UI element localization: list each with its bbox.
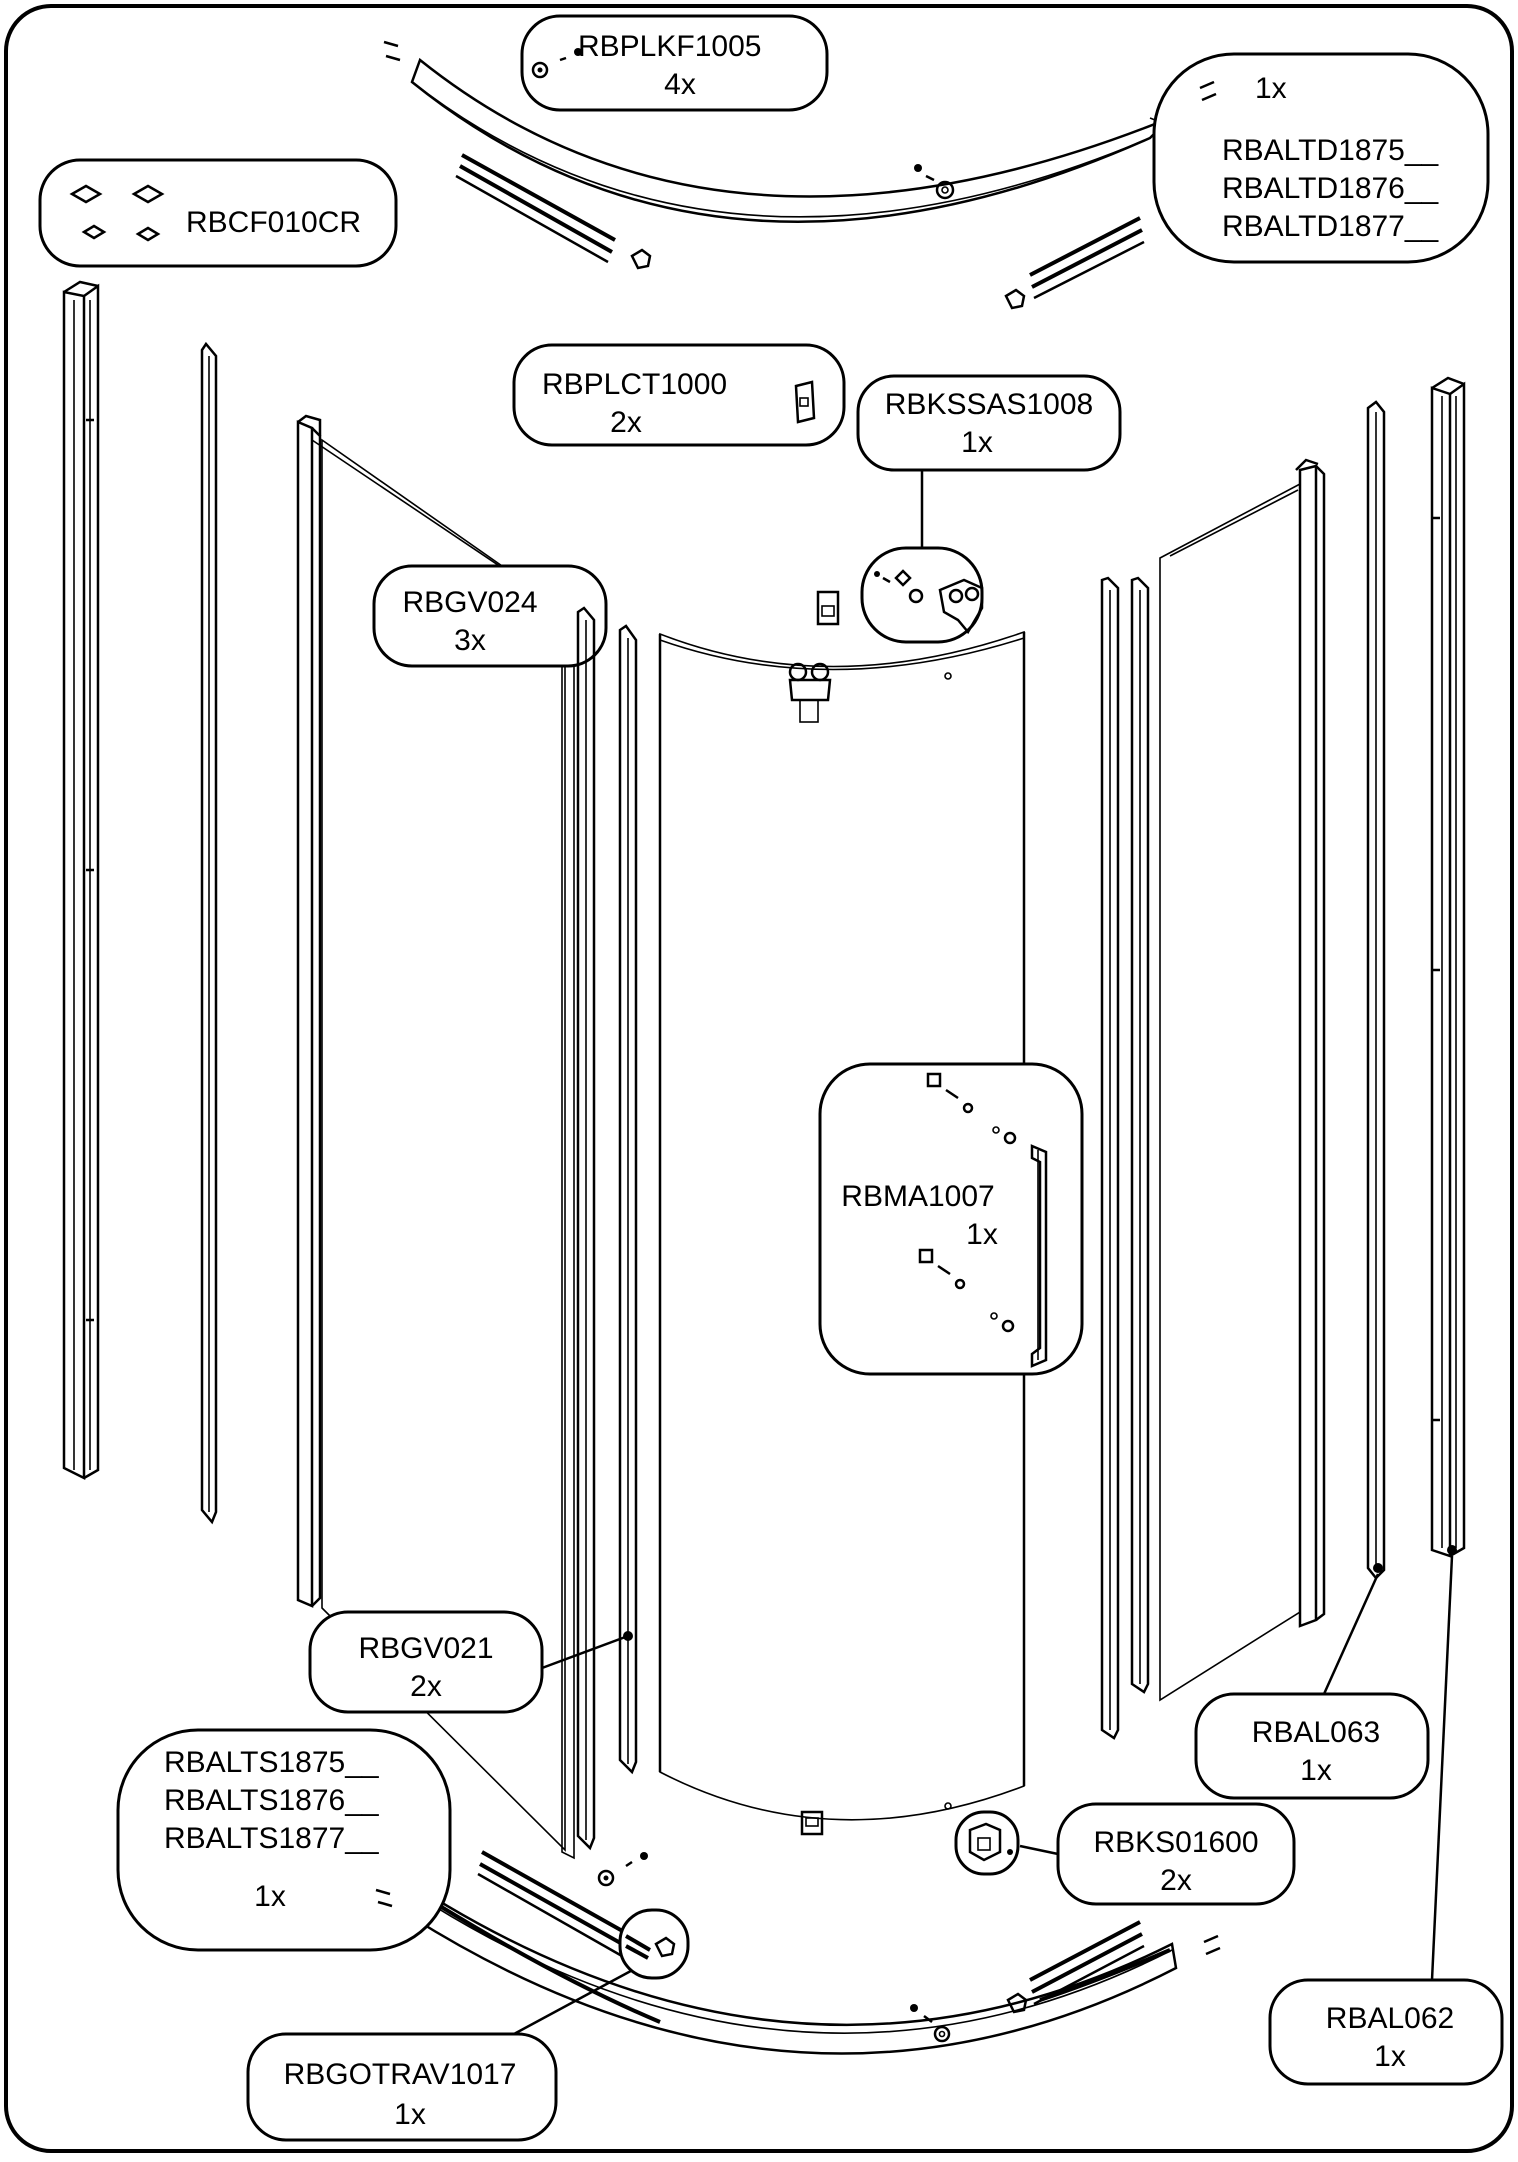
handle-fixings-lower <box>918 1248 1015 1333</box>
outer-frame <box>4 4 1514 2153</box>
rbaltd-qty: 1x <box>1255 72 1287 105</box>
left-wall-seal <box>200 341 218 1525</box>
bottom-curved-track <box>408 1886 1178 2055</box>
door-hole-bottom <box>944 1802 952 1810</box>
handle-fixings-upper <box>926 1072 1017 1145</box>
bottom-hardware-right <box>910 2004 951 2043</box>
rbalts-code-3: RBALTS1877__ <box>164 1822 380 1855</box>
rbgv024-code: RBGV024 <box>402 586 537 619</box>
top-roller-hardware <box>914 164 955 200</box>
top-left-screws <box>383 40 401 62</box>
rbgotrav1017-qty: 1x <box>394 2098 426 2131</box>
right-wall-profile <box>1430 376 1466 1558</box>
rbal063-qty: 1x <box>1300 1754 1332 1787</box>
left-fixed-panel <box>296 414 575 1860</box>
bottom-right-screws <box>1203 1934 1221 1956</box>
callout-rbplkf1005: RBPLKF1005 4x <box>520 14 829 112</box>
right-glass-seals <box>1100 576 1150 1740</box>
rbalts-code-1: RBALTS1875__ <box>164 1746 380 1779</box>
rbma1007-code: RBMA1007 <box>841 1180 994 1213</box>
callout-rbplct1000: RBPLCT1000 2x <box>512 343 846 447</box>
right-wall-seal <box>1366 400 1386 1580</box>
rbkssas1008-code: RBKSSAS1008 <box>885 388 1093 421</box>
left-glass-seals <box>576 606 638 1851</box>
rbks01600-code: RBKS01600 <box>1093 1826 1258 1859</box>
door-top-rollers <box>788 662 832 723</box>
rbkssas1008-qty: 1x <box>961 426 993 459</box>
rbaltd-code-1: RBALTD1875__ <box>1222 134 1440 167</box>
bottom-cap-detail <box>618 1908 690 1980</box>
bottom-end-cap-right <box>1006 1992 1028 2014</box>
rbks01600-qty: 2x <box>1160 1864 1192 1897</box>
callout-rbal062: RBAL062 1x <box>1268 1555 1504 2086</box>
rbgv021-qty: 2x <box>410 1670 442 1703</box>
callout-rbal063: RBAL063 1x <box>1194 1573 1430 1800</box>
door-top-stop <box>816 590 840 626</box>
rbplkf1005-qty: 4x <box>664 68 696 101</box>
bottom-guide-detail <box>954 1810 1020 1876</box>
bottom-seal-strips-right <box>1029 1920 1145 2006</box>
callout-rbaltd: 1x RBALTD1875__ RBALTD1876__ RBALTD1877_… <box>1152 52 1490 264</box>
rbgotrav1017-code: RBGOTRAV1017 <box>284 2058 517 2091</box>
top-left-seal-strips <box>455 153 616 264</box>
rbal063-code: RBAL063 <box>1252 1716 1380 1749</box>
top-right-seal-strips <box>1029 216 1145 300</box>
left-wall-profile <box>62 280 100 1481</box>
rbal062-qty: 1x <box>1374 2040 1406 2073</box>
rbaltd-code-2: RBALTD1876__ <box>1222 172 1440 205</box>
rbplkf1005-code: RBPLKF1005 <box>578 30 761 63</box>
callout-rbgv021: RBGV021 2x <box>308 1610 633 1714</box>
bottom-hardware-left <box>597 1852 648 1887</box>
rbalts-qty: 1x <box>254 1880 286 1913</box>
right-fixed-panel <box>1159 458 1326 1702</box>
door-hole-top <box>944 672 952 680</box>
rbalts-code-2: RBALTS1876__ <box>164 1784 380 1817</box>
callout-rbks01600: RBKS01600 2x <box>1019 1802 1296 1906</box>
rbgv021-code: RBGV021 <box>358 1632 493 1665</box>
top-end-caps <box>630 248 1026 310</box>
callout-rbcf010cr: RBCF010CR <box>38 158 398 268</box>
rbma1007-qty: 1x <box>966 1218 998 1251</box>
callout-rbgotrav1017: RBGOTRAV1017 1x <box>246 1964 641 2142</box>
callout-rbgv024: RBGV024 3x <box>372 564 608 668</box>
rbplct1000-qty: 2x <box>610 406 642 439</box>
bottom-seal-strips-left <box>477 1850 643 1966</box>
rbgv024-qty: 3x <box>454 624 486 657</box>
callout-rbma1007: RBMA1007 1x <box>818 1062 1084 1376</box>
callout-rbkssas1008: RBKSSAS1008 1x <box>856 374 1122 552</box>
door-bottom-guide <box>800 1810 824 1836</box>
rbal062-code: RBAL062 <box>1326 2002 1454 2035</box>
rbcf010cr-code: RBCF010CR <box>186 206 361 239</box>
callout-rbalts: RBALTS1875__ RBALTS1876__ RBALTS1877__ 1… <box>116 1728 452 1952</box>
roller-detail-circle <box>860 546 984 644</box>
rbaltd-code-3: RBALTD1877__ <box>1222 210 1440 243</box>
rbplct1000-code: RBPLCT1000 <box>542 368 727 401</box>
door-handle <box>1030 1144 1048 1368</box>
